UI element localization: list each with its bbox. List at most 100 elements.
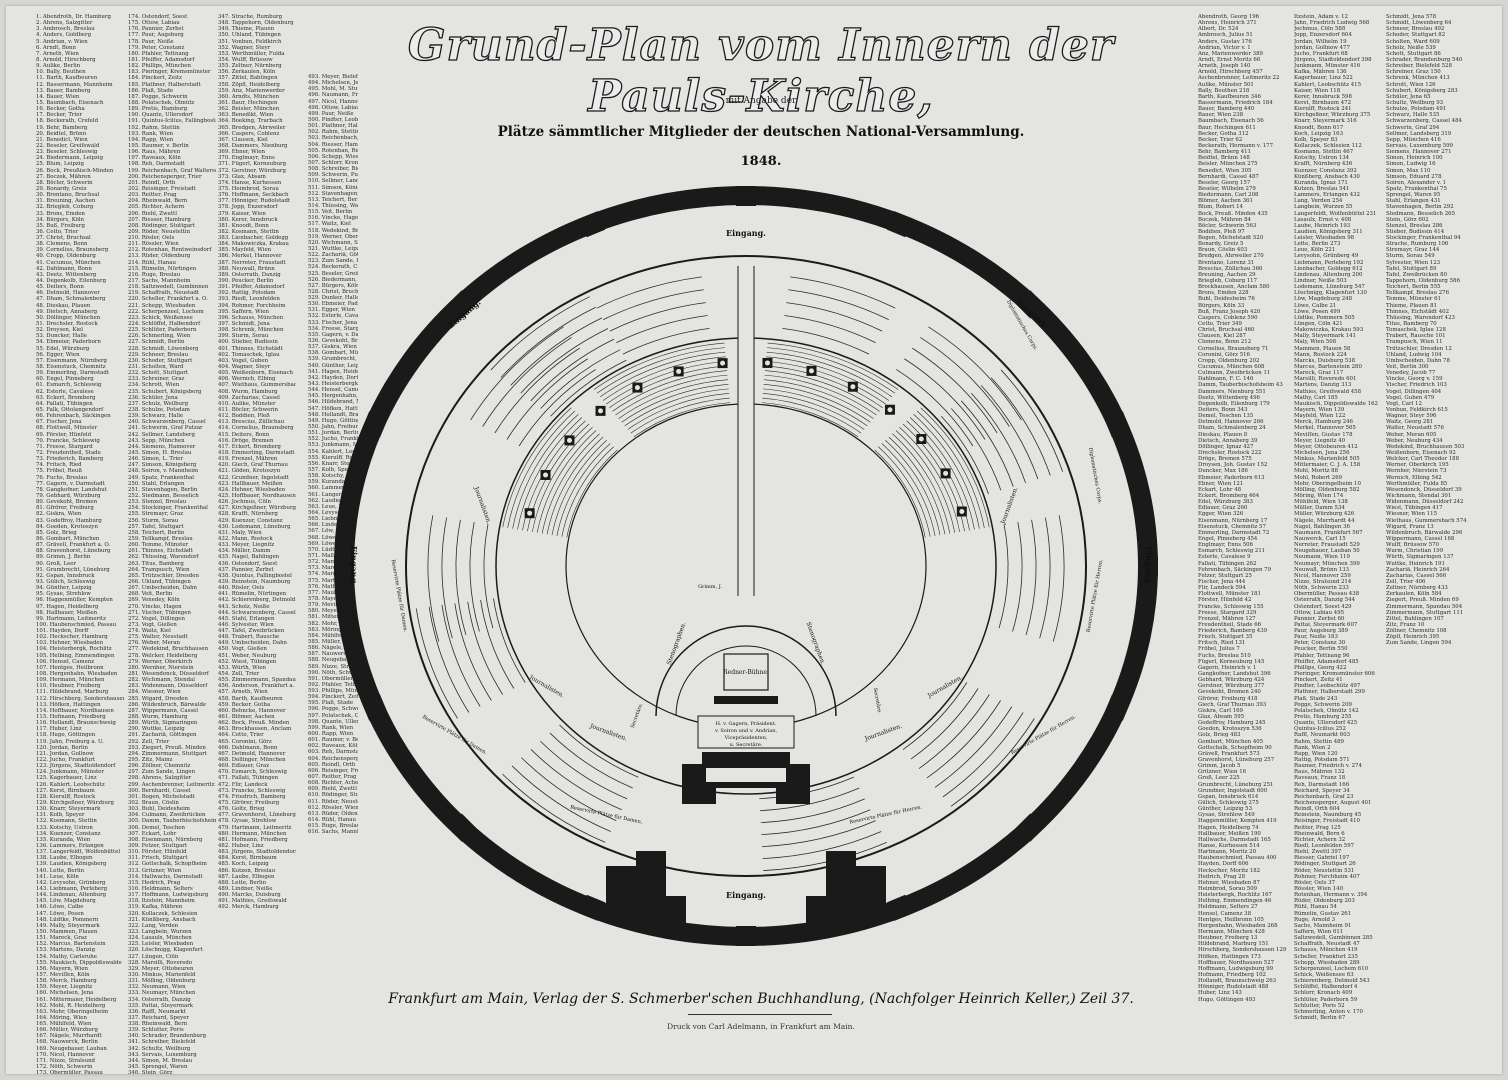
member-entry: 607. Reitter, Prag <box>308 774 357 781</box>
member-entry: 26. Bock, Preußisch-Minden <box>36 167 114 174</box>
member-entry: 16. Becker, Gotha <box>36 106 85 113</box>
member-entry: 97. Hagen, Heidelberg <box>36 603 99 610</box>
seat-row <box>767 342 899 390</box>
member-entry: 446. Sylvester, Wien <box>218 621 274 628</box>
member-entry: 519. Werner, Oberkirch <box>308 233 358 240</box>
member-entry: 155. Maukisch, Dippoldiswalde <box>36 959 122 966</box>
member-entry: 257. Tafel, Stuttgart <box>128 523 184 530</box>
member-entry: Nicol, Hannover 259 <box>1294 572 1351 579</box>
member-entry: 592. Pfahler, Tettnang <box>308 681 358 688</box>
member-entry: 397. Schmidt, Jena <box>218 321 270 328</box>
member-entry: 315. Hedrich, Prag <box>128 879 181 886</box>
member-entry: 48. Dieskau, Plauen <box>36 302 91 309</box>
member-entry: Boczek, Mähren 84 <box>1198 216 1251 223</box>
member-entry: 49. Dietsch, Annaberg <box>36 308 98 315</box>
member-entry: 616. Sachs, Mannheim <box>308 829 358 834</box>
member-entry: 317. Hoffmann, Ludwigsburg <box>128 892 209 899</box>
member-entry: 456. Anderson, Frankfurt a. O. <box>218 683 296 690</box>
member-entry: Zeltner, Nürnberg 433 <box>1386 585 1448 592</box>
member-entry: Simon, Heinrich 100 <box>1386 155 1443 162</box>
member-entry: Raffl, Neumarkt 603 <box>1294 732 1351 739</box>
member-entry: Beisler, München 275 <box>1198 161 1258 168</box>
member-entry: Wiethaus, Gummersbach 574 <box>1386 517 1467 524</box>
member-entry: 584. Mühlfeld, Wien <box>308 632 358 639</box>
member-entry: Schierenberg, Detmold 543 <box>1294 978 1370 985</box>
member-entry: Rotenhan, Hermann v. 394 <box>1294 892 1368 899</box>
member-entry: 530. Ebmeier, Paderborn <box>308 301 358 308</box>
member-entry: 88. Gravenhorst, Lüneburg <box>36 548 111 555</box>
member-entry: Rheinwald, Bern 6 <box>1294 830 1345 837</box>
member-entry: 281. Wesendonck, Düsseldorf <box>128 671 209 678</box>
member-entry: 114. Hoffbauer, Nordhausen <box>36 707 114 714</box>
member-entry: 504. Riesser, Hamburg <box>308 141 358 148</box>
member-entry: 216. Ruge, Breslau <box>128 271 181 278</box>
member-entry: 237. Schulz, Weilburg <box>128 400 189 407</box>
member-entry: Heubner, Freiberg 13 <box>1198 935 1258 942</box>
member-entry: Fischer, Jena 444 <box>1198 578 1246 585</box>
member-entry: 538. Gombart, München <box>308 350 358 357</box>
member-entry: 280. Wernher, Nierstein <box>128 664 194 671</box>
member-entry: Neugebauer, Lauban 50 <box>1294 548 1360 555</box>
member-entry: 203. Reitter, Prag <box>128 192 177 199</box>
member-entry: 308. Eisenmann, Nürnberg <box>128 836 203 843</box>
gallery-seat-row <box>530 338 615 402</box>
member-entry: Rühl, Hanau 54 <box>1294 904 1337 911</box>
member-entry: 167. Nägele, Murrhardt <box>36 1033 102 1040</box>
member-entry: 93. Gülich, Schleswig <box>36 578 96 585</box>
member-entry: Kosmann, Stettin 467 <box>1294 149 1354 156</box>
seat-row <box>593 342 725 390</box>
member-entry: Löwe, Calbe 21 <box>1294 302 1337 309</box>
seat-row <box>878 446 931 537</box>
gallery-seat-row <box>928 326 1022 421</box>
member-entry: 145. Löw, Magdeburg <box>36 898 96 905</box>
member-entry: Schauss, München 419 <box>1294 947 1358 954</box>
member-entry: Koch, Leipzig 163 <box>1294 130 1344 137</box>
member-entry: 499. Paur, Neiße <box>308 110 354 117</box>
member-entry: 348. Tappehorn, Oldenburg <box>218 20 294 27</box>
member-entry: 142. Levysohn, Grünberg <box>36 879 106 886</box>
member-entry: 183. Pieringer, Kremsmünster <box>128 69 211 76</box>
member-entry: 376. Hoffmann, Seckbach <box>218 192 289 199</box>
member-entry: 608. Richter, Achern <box>308 780 358 787</box>
member-entry: 427. Kirchgeßner, Würzburg <box>218 505 296 512</box>
member-entry: 571. Mally, Steyermark <box>308 552 358 559</box>
member-entry: 118. Hugo, Göttingen <box>36 732 96 739</box>
member-entry: 407. Wiethaus, Gummersbach <box>218 382 296 389</box>
gallery-seat-row <box>760 798 865 824</box>
member-entry: 453. Würth, Wien <box>218 664 266 671</box>
member-entry: 473. Francke, Schleswig <box>218 787 286 794</box>
member-entry: 109. Hermann, München <box>36 677 105 684</box>
member-entry: 25. Blum, Leipzig <box>36 161 84 168</box>
wall-pillar <box>1104 411 1131 438</box>
member-entry: Bassermann, Friedrich 184 <box>1198 99 1273 106</box>
member-entry: 205. Richter, Achern <box>128 204 185 211</box>
member-entry: Schulze, Potsdam 491 <box>1386 106 1447 113</box>
member-entry: Meyer, Ottobeuren 412 <box>1294 443 1358 450</box>
member-entry: 113. Höfken, Hattingen <box>36 701 101 708</box>
member-entry: 430. Lodemann, Lüneburg <box>218 523 291 530</box>
member-entry: 564. Levysohn, Grünberg <box>308 509 358 516</box>
member-entry: 471. Fallati, Tübingen <box>218 775 279 782</box>
member-entry: Schwerin, Graf 294 <box>1386 124 1440 131</box>
member-entry: Ottow, Labiau 495 <box>1294 609 1345 616</box>
member-entry: 154. Mathy, Carlsruhe <box>36 953 97 960</box>
member-entry: 319. Kafka, Mähren <box>128 904 183 911</box>
gallery-seat-row <box>762 831 882 859</box>
member-entry: 363. Benedikt, Wien <box>218 112 274 119</box>
seat-row <box>764 374 877 416</box>
member-entry: Gottschalk, Schopfheim 90 <box>1198 744 1272 751</box>
member-entry: Künßberg, Ansbach 430 <box>1294 173 1360 180</box>
member-entry: Esmarch, Schleswig 211 <box>1198 548 1266 555</box>
member-entry: Stenzel, Breslau 286 <box>1386 222 1443 229</box>
column-dot <box>720 360 726 366</box>
member-entry: 13. Bauer, Bamberg <box>36 87 91 94</box>
seat-row <box>874 449 926 538</box>
member-entry: 536. Gevekoht, Bremen <box>308 338 358 345</box>
member-entry: 229. Schneer, Breslau <box>128 351 189 358</box>
seat-row <box>502 407 572 528</box>
member-entry: 357. Zittel, Bahlingen <box>218 75 278 82</box>
member-entry: 131. Kolb, Speyer <box>36 812 85 819</box>
member-entry: Helbing, Emmendingen 46 <box>1198 898 1272 905</box>
member-entry: Raus, Mähren 132 <box>1294 769 1345 776</box>
